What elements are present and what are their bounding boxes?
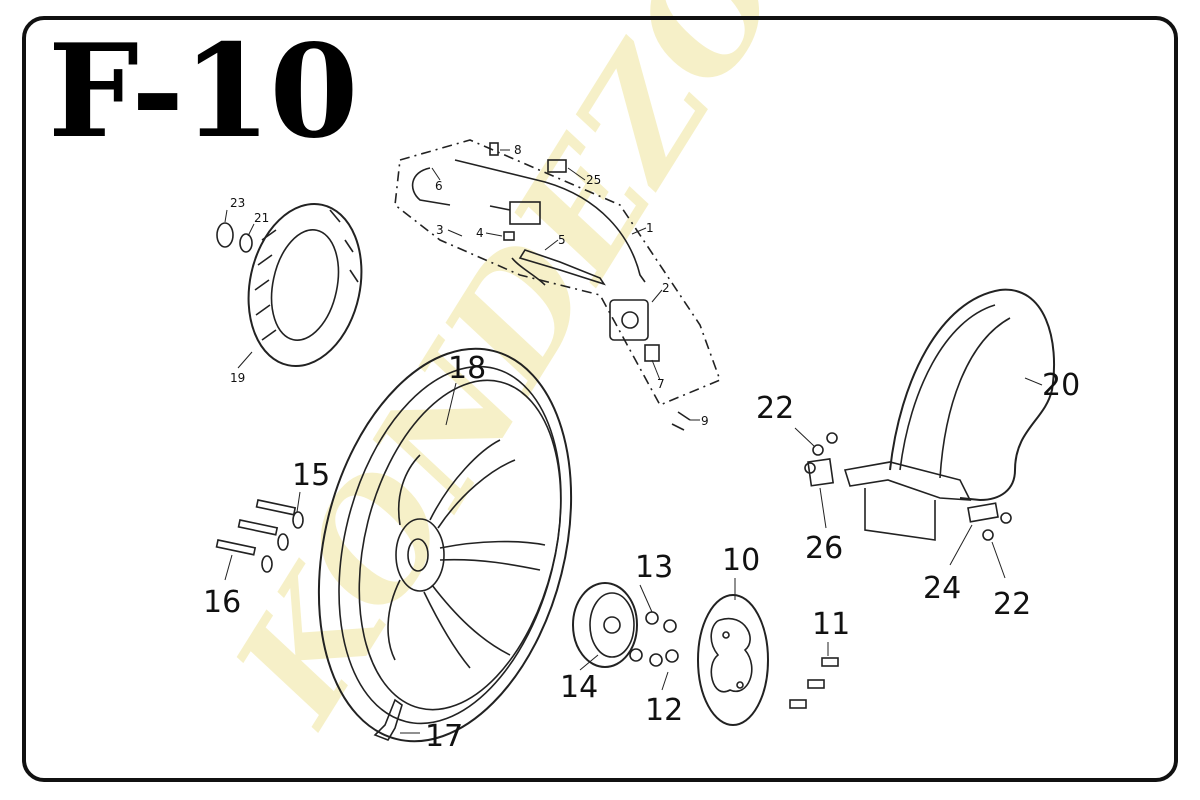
callout-5: 5: [558, 233, 566, 247]
wheel-rim-inner: [358, 379, 562, 711]
part-22-bolt-a: [812, 444, 824, 456]
washers: [261, 511, 304, 573]
lever-bracket: [511, 257, 546, 286]
tire-inner: [270, 229, 340, 341]
caliper-piston: [621, 311, 639, 329]
callout-15: 15: [292, 458, 330, 493]
leader-lines: [224, 149, 1043, 734]
tire: [247, 202, 363, 368]
part-22-bolt-b: [826, 432, 838, 444]
brake-disc: [697, 594, 769, 726]
callout-8: 8: [514, 143, 522, 157]
disc-adapter-center: [603, 616, 621, 634]
part-3-rod: [489, 205, 511, 211]
brake-hose: [411, 159, 646, 283]
callout-20: 20: [1042, 368, 1080, 403]
part-26-bracket: [807, 458, 835, 487]
callout-14: 14: [560, 670, 598, 705]
callout-4: 4: [476, 226, 484, 240]
tire-tread: [254, 209, 359, 341]
part-22-bolt-d: [1000, 512, 1012, 524]
callout-13: 13: [635, 550, 673, 585]
part-21-bearing: [239, 233, 253, 253]
brake-caliper: [609, 299, 649, 341]
part-9-bolt-a: [677, 411, 691, 421]
wheel-rim-outer: [317, 347, 573, 743]
part-8-fitting: [489, 142, 499, 156]
brake-disc-inner: [710, 617, 753, 693]
callout-18: 18: [448, 351, 486, 386]
wheel-hub-center: [407, 538, 429, 572]
brake-disc-hole-b: [736, 681, 744, 689]
part-4-bolt: [503, 231, 515, 241]
brake-lever: [518, 249, 606, 286]
diagram-frame: [22, 16, 1178, 782]
callout-22-upper: 22: [756, 391, 794, 426]
callout-7: 7: [657, 377, 665, 391]
callout-16: 16: [203, 585, 241, 620]
part-22-bolt-e: [982, 529, 994, 541]
part-24-bracket: [967, 502, 999, 523]
callout-26: 26: [805, 531, 843, 566]
callout-25: 25: [586, 173, 601, 187]
nuts-and-lockwashers: [629, 611, 679, 667]
callout-10: 10: [722, 543, 760, 578]
brake-disc-hole-a: [722, 631, 730, 639]
callout-3: 3: [436, 223, 444, 237]
part-23-seal: [216, 222, 234, 248]
brake-assembly-outline: [394, 139, 722, 407]
wheel-hub: [395, 518, 445, 592]
wheel-spokes: [387, 439, 546, 669]
rear-fender: [889, 288, 1056, 502]
callout-12: 12: [645, 693, 683, 728]
callout-21: 21: [254, 211, 269, 225]
disc-adapter-face: [589, 592, 635, 658]
callout-22-lower: 22: [993, 587, 1031, 622]
callout-6: 6: [435, 179, 443, 193]
disc-adapter: [572, 582, 638, 668]
page-title: F-10: [48, 17, 358, 167]
callout-11: 11: [812, 607, 850, 642]
rear-fender-rib-2: [939, 317, 1011, 479]
part-22-bolt-c: [804, 462, 816, 474]
callout-24: 24: [923, 571, 961, 606]
callout-19: 19: [230, 371, 245, 385]
disc-bolts: [789, 657, 839, 709]
rear-fender-rib: [899, 304, 996, 471]
plate-mount: [864, 488, 936, 541]
axle-bolts: [215, 499, 297, 556]
callout-2: 2: [662, 281, 670, 295]
callout-17: 17: [425, 719, 463, 754]
fender-bracket: [843, 461, 972, 501]
valve-stem: [373, 698, 403, 741]
callout-23: 23: [230, 196, 245, 210]
master-cylinder: [509, 201, 541, 225]
callout-9: 9: [701, 414, 709, 428]
callout-1: 1: [646, 221, 654, 235]
part-9-bolt-b: [671, 423, 685, 431]
part-25-switch: [547, 159, 567, 173]
